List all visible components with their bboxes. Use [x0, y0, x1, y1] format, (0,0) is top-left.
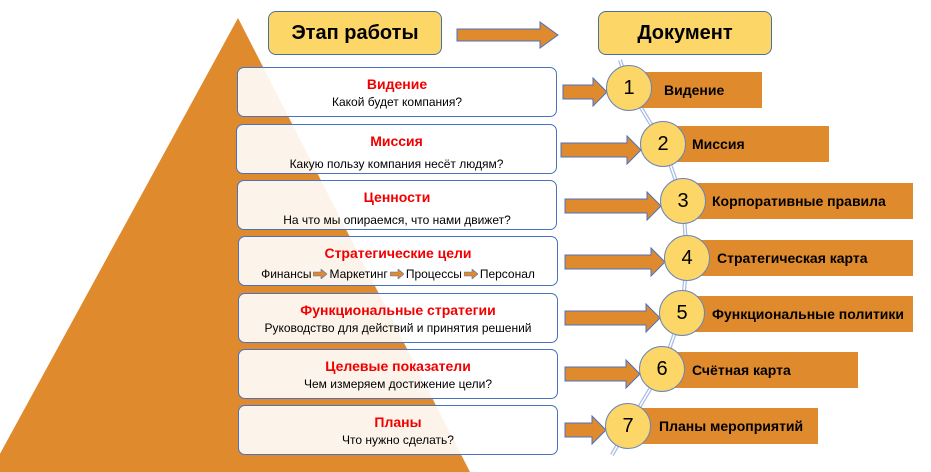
document-bar: Миссия	[670, 126, 829, 162]
chain-item: Финансы	[261, 267, 312, 281]
stage-header: Этап работы	[268, 11, 442, 55]
stage-title: Ценности	[363, 189, 431, 205]
step-number-circle: 2	[640, 121, 686, 167]
stage-subtitle: Руководство для действий и принятия реше…	[264, 321, 532, 335]
stage-title: Стратегические цели	[324, 245, 472, 261]
goal-chain: Финансы Маркетинг Процессы Персонал	[239, 267, 557, 281]
stage-title: Миссия	[370, 133, 423, 149]
document-header: Документ	[598, 11, 772, 55]
row-arrow	[564, 302, 661, 334]
stage-box-vision: Видение Какой будет компания?	[237, 67, 557, 117]
stage-title: Целевые показатели	[325, 358, 471, 374]
stage-title: Функциональные стратегии	[300, 302, 496, 318]
row-arrow	[564, 414, 607, 446]
row-arrow	[562, 76, 608, 108]
chain-item: Персонал	[479, 267, 535, 281]
stage-box-strategic-goals: Стратегические цели Финансы Маркетинг Пр…	[238, 236, 558, 286]
stage-box-mission: Миссия Какую пользу компания несёт людям…	[236, 124, 557, 174]
stage-title: Планы	[374, 414, 422, 430]
row-arrow	[564, 190, 662, 222]
stage-box-target-indicators: Целевые показатели Чем измеряем достижен…	[238, 349, 558, 399]
stage-subtitle: Чем измеряем достижение цели?	[304, 377, 492, 391]
document-bar: Функциональные политики	[690, 296, 913, 332]
row-arrow	[560, 134, 642, 166]
row-arrow	[564, 358, 641, 390]
arrow-icon	[313, 269, 328, 279]
document-bar: Счётная карта	[670, 352, 858, 388]
stage-box-values: Ценности На что мы опираемся, что нами д…	[237, 180, 557, 230]
step-number-circle: 1	[606, 65, 652, 111]
step-number-circle: 7	[605, 403, 651, 449]
row-arrow	[564, 246, 666, 278]
stage-box-plans: Планы Что нужно сделать?	[238, 405, 558, 455]
stage-subtitle: На что мы опираемся, что нами движет?	[283, 213, 511, 227]
chain-item: Маркетинг	[329, 267, 388, 281]
document-bar: Видение	[640, 72, 762, 108]
step-number-circle: 5	[659, 290, 705, 336]
stage-subtitle: Какой будет компания?	[331, 95, 463, 109]
step-number-circle: 4	[664, 235, 710, 281]
stage-title: Видение	[366, 76, 428, 92]
arrow-icon	[463, 269, 478, 279]
step-number-circle: 3	[660, 178, 706, 224]
document-bar: Планы мероприятий	[640, 408, 818, 444]
stage-box-functional-strategies: Функциональные стратегии Руководство для…	[238, 293, 558, 343]
document-bar: Корпоративные правила	[690, 183, 913, 219]
stage-subtitle: Что нужно сделать?	[342, 433, 454, 447]
step-number-circle: 6	[639, 346, 685, 392]
stage-subtitle: Какую пользу компания несёт людям?	[289, 157, 504, 171]
chain-item: Процессы	[405, 267, 462, 281]
document-bar: Стратегическая карта	[695, 240, 913, 276]
arrow-icon	[389, 269, 404, 279]
header-arrow	[456, 21, 559, 49]
